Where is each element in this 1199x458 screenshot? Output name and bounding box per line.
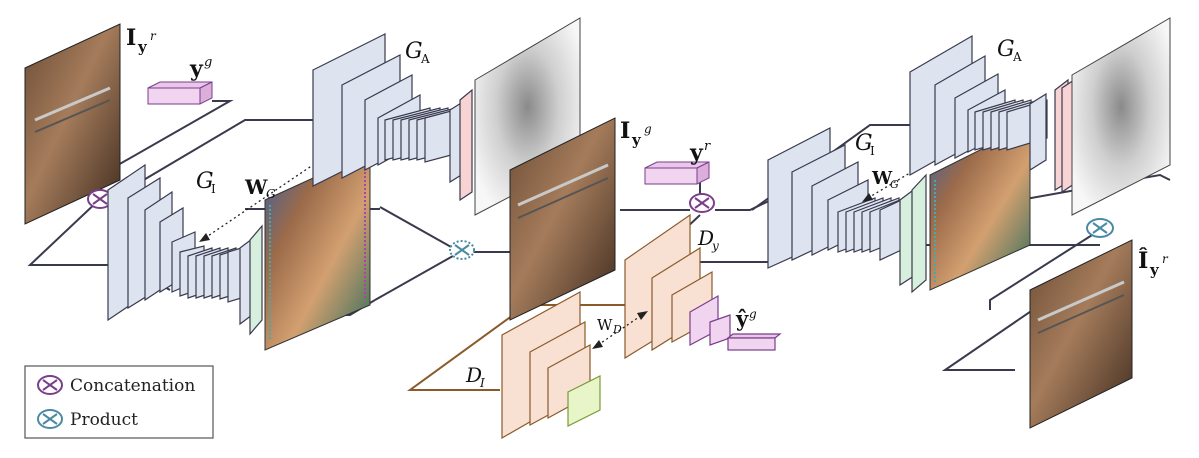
discriminator-image-head [501,290,601,440]
label-discriminator-image: D I [465,363,485,390]
label-sub: G [890,178,899,191]
label-sub: y [1149,261,1160,279]
label-main: y [189,56,204,82]
input-image-real [24,23,121,225]
label-original-condition: y r [689,139,711,166]
label-main: I [126,25,136,51]
legend: Concatenation Product [24,365,214,439]
label-predicted-condition: ŷ g [735,306,757,331]
generator-color-encoder-1 [107,163,263,336]
label-sub: y [631,131,642,149]
generated-image [509,117,616,321]
label-sub: G [266,187,276,201]
label-main: D [465,363,482,387]
label-main: G [855,131,873,156]
label-sub: I [870,144,875,158]
label-generator-color-2: G I [855,131,875,158]
label-sub: A [1012,50,1022,64]
legend-concat-icon [37,375,63,395]
label-sup: g [204,55,212,70]
label-sub: D [612,323,622,336]
target-condition-vector [147,81,213,105]
label-weights-generator-2: W G [871,168,899,191]
generator-attention-encoder-2 [909,34,1075,194]
attention-mask-image-2 [1071,17,1171,216]
label-generator-attention-2: G A [997,37,1022,64]
generator-color-encoder-2 [767,127,927,294]
label-target-condition: y g [189,55,212,82]
label-sup: g [749,307,757,321]
label-main: ŷ [735,306,749,331]
label-main: D [697,226,714,250]
label-main: W [871,168,893,189]
label-sub: y [137,38,148,56]
label-sub: I [479,376,485,390]
label-generator-color-1: G I [196,169,216,196]
label-main: G [997,37,1015,62]
concatenation-symbol [87,189,113,209]
label-main: Î [1138,247,1148,274]
label-sup: g [644,122,652,136]
label-sup: r [1162,252,1169,266]
legend-product-label: Product [70,410,138,430]
label-main: y [689,140,704,166]
label-sub: y [711,239,719,253]
legend-concat-label: Concatenation [70,376,195,396]
discriminator-condition-head [624,213,782,360]
label-weights-generator-1: W G [244,175,276,201]
label-sub: I [211,182,216,196]
label-discriminator-condition: D y [697,226,719,253]
label-reconstructed-image: Î y r [1138,247,1169,279]
product-symbol [1086,218,1114,238]
concatenation-symbol [689,193,715,213]
label-main: I [620,118,630,144]
shared-weights-arrow-discriminator [592,311,648,349]
label-main: G [196,169,214,194]
generator-attention-encoder-1 [312,33,473,202]
legend-product-icon [37,409,63,429]
label-generated-image: I y g [620,118,652,149]
label-weights-discriminator: W D [597,316,622,336]
label-sup: r [150,29,157,43]
label-sub: A [420,52,430,66]
reconstructed-image [1029,239,1133,429]
label-input-image-real: I y r [126,25,157,56]
label-main: G [405,39,423,64]
label-main: W [597,316,613,334]
product-symbol [449,240,475,260]
label-main: W [244,175,268,199]
label-generator-attention-1: G A [405,39,430,66]
original-condition-vector [644,161,710,185]
label-sup: r [704,139,711,154]
